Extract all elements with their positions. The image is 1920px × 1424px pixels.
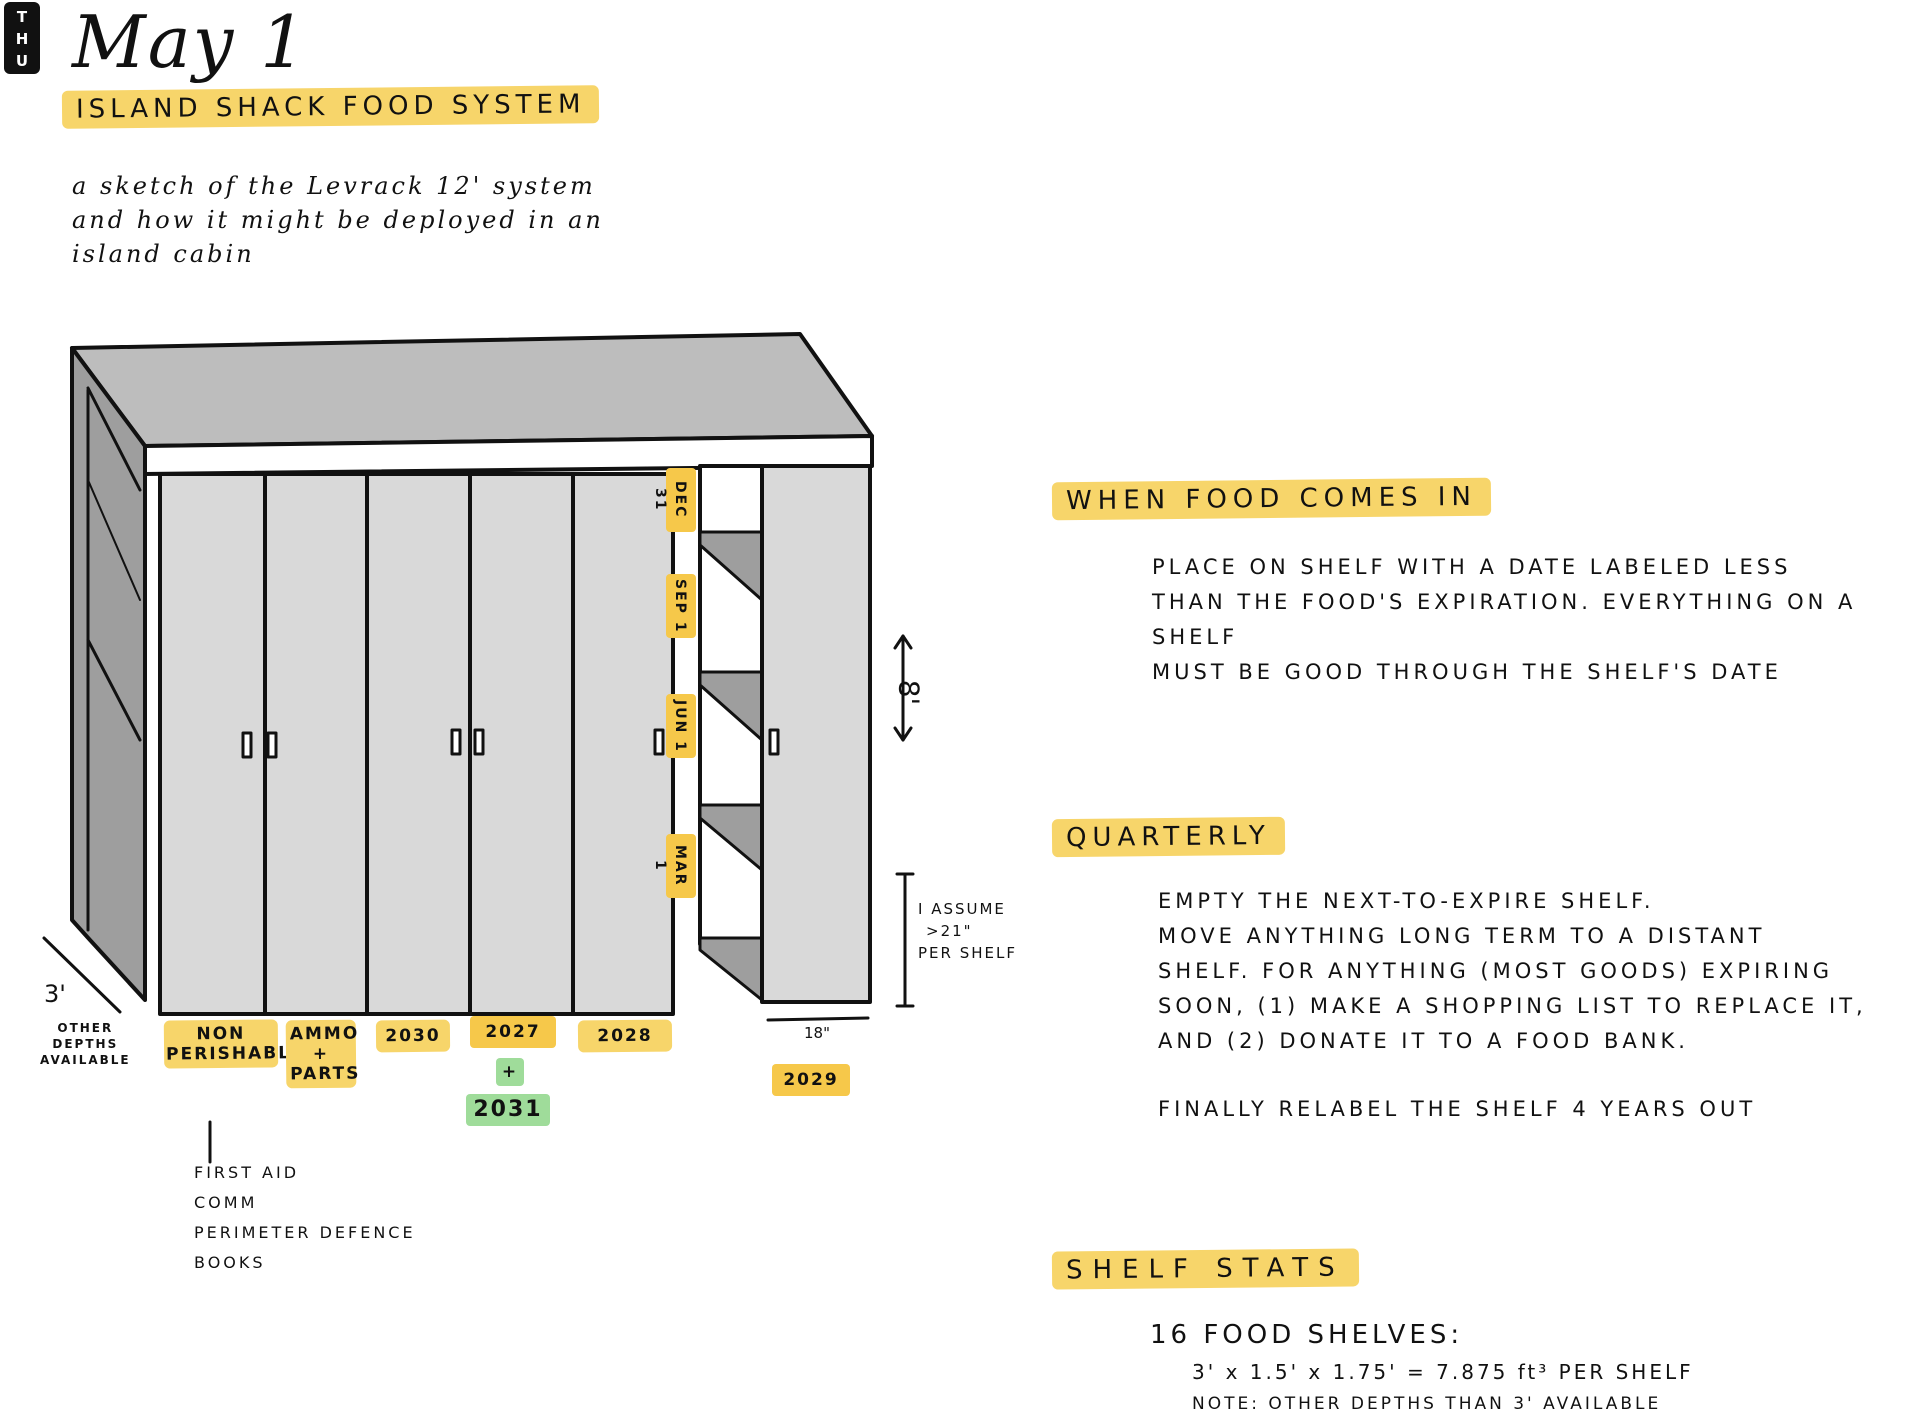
label-line: AMMO xyxy=(289,1023,360,1045)
shelf-date-label: SEP 1 xyxy=(666,574,696,638)
side-brace xyxy=(87,479,141,601)
assumption-line: I ASSUME xyxy=(918,900,1006,918)
shelf-assumption: I ASSUME >21" PER SHELF xyxy=(918,898,1017,964)
label-line: NON xyxy=(196,1023,246,1045)
intro-line: and how it might be deployed in an xyxy=(72,206,604,234)
height-label: 8' xyxy=(892,679,926,706)
side-brace xyxy=(86,638,142,742)
door-handle xyxy=(768,728,780,756)
cabinet-top xyxy=(70,332,874,448)
quarterly-text: EMPTY THE NEXT-TO-EXPIRE SHELF. MOVE ANY… xyxy=(1158,884,1867,1059)
cabinet-door xyxy=(468,472,575,1016)
shelf-date-label: MAR 1 xyxy=(652,834,696,898)
arrow-head xyxy=(893,726,913,742)
text-line: AND (2) DONATE IT TO A FOOD BANK. xyxy=(1158,1029,1689,1053)
depth-note-line: DEPTHS xyxy=(52,1037,119,1051)
depth-label: 3' xyxy=(44,980,66,1008)
text-line: PLACE ON SHELF WITH A DATE LABELED LESS xyxy=(1152,555,1792,579)
non-perishable-items: FIRST AID COMM PERIMETER DEFENCE BOOKS xyxy=(194,1158,416,1278)
day-letter: H xyxy=(15,30,29,48)
door-handle xyxy=(241,731,253,759)
label-2027: 2027 xyxy=(470,1016,556,1048)
door-handle xyxy=(473,728,485,756)
shelf-board xyxy=(698,936,764,1002)
side-brace xyxy=(86,386,142,492)
list-item: PERIMETER DEFENCE xyxy=(194,1223,416,1242)
list-item: BOOKS xyxy=(194,1253,266,1272)
width-line xyxy=(766,1016,870,1022)
depth-line xyxy=(42,936,122,1014)
arrow-head xyxy=(893,634,913,650)
shelf-date-label: DEC 31 xyxy=(652,468,696,532)
label-line: PARTS xyxy=(290,1063,361,1085)
section-heading-shelf-stats: SHELF STATS xyxy=(1051,1248,1359,1290)
day-badge: T H U xyxy=(4,2,40,74)
text-line: EMPTY THE NEXT-TO-EXPIRE SHELF. xyxy=(1158,889,1655,913)
door-handle xyxy=(266,731,278,759)
shelf-date-strip: DEC 31 SEP 1 JUN 1 MAR 1 xyxy=(652,468,706,908)
shelf-count: 16 FOOD SHELVES: xyxy=(1150,1320,1464,1350)
label-plus: + xyxy=(496,1058,524,1086)
width-label: 18" xyxy=(804,1024,830,1042)
cabinet-door xyxy=(263,472,369,1016)
assumption-line: PER SHELF xyxy=(918,944,1017,962)
day-letter: U xyxy=(15,52,29,70)
day-letter: T xyxy=(16,8,28,26)
shelf-date-label: JUN 1 xyxy=(666,694,696,758)
label-non-perishables: NON PERISHABLES xyxy=(163,1019,319,1069)
label-line: PERISHABLES xyxy=(166,1042,319,1065)
label-ammo-parts: AMMO + PARTS xyxy=(285,1019,361,1089)
shelf-note: NOTE: OTHER DEPTHS THAN 3' AVAILABLE xyxy=(1192,1394,1662,1414)
date-title: May 1 xyxy=(72,0,309,84)
quarterly-final-line: FINALLY RELABEL THE SHELF 4 YEARS OUT xyxy=(1158,1097,1757,1121)
label-line: + xyxy=(312,1043,330,1065)
label-2029: 2029 xyxy=(772,1064,850,1096)
door-handle xyxy=(653,728,665,756)
section-heading-when-food: WHEN FOOD COMES IN xyxy=(1051,477,1492,521)
depth-note: OTHER DEPTHS AVAILABLE xyxy=(40,1020,131,1068)
text-line: MUST BE GOOD THROUGH THE SHELF'S DATE xyxy=(1152,660,1782,684)
label-2030: 2030 xyxy=(375,1019,451,1053)
section-heading-quarterly: QUARTERLY xyxy=(1051,816,1285,858)
shelf-volume: 3' x 1.5' x 1.75' = 7.875 ft³ PER SHELF xyxy=(1192,1360,1694,1384)
depth-note-line: AVAILABLE xyxy=(40,1053,131,1067)
label-2028: 2028 xyxy=(577,1019,673,1053)
text-line: THAN THE FOOD'S EXPIRATION. EVERYTHING O… xyxy=(1152,590,1857,649)
assumption-line: >21" xyxy=(926,922,973,940)
depth-note-line: OTHER xyxy=(57,1021,114,1035)
shelf-sketch xyxy=(42,332,915,1164)
text-line: SHELF. FOR ANYTHING (MOST GOODS) EXPIRIN… xyxy=(1158,959,1834,983)
list-item: FIRST AID xyxy=(194,1163,300,1182)
intro-line: a sketch of the Levrack 12' system xyxy=(72,172,596,200)
text-line: SOON, (1) MAKE A SHOPPING LIST TO REPLAC… xyxy=(1158,994,1867,1018)
list-item: COMM xyxy=(194,1193,258,1212)
door-handle xyxy=(450,728,462,756)
label-2031: 2031 xyxy=(466,1094,550,1126)
intro-line: island cabin xyxy=(72,240,255,268)
cabinet-door xyxy=(760,464,872,1004)
text-line: MOVE ANYTHING LONG TERM TO A DISTANT xyxy=(1158,924,1766,948)
side-panel xyxy=(70,346,147,1002)
when-food-text: PLACE ON SHELF WITH A DATE LABELED LESS … xyxy=(1152,550,1920,690)
